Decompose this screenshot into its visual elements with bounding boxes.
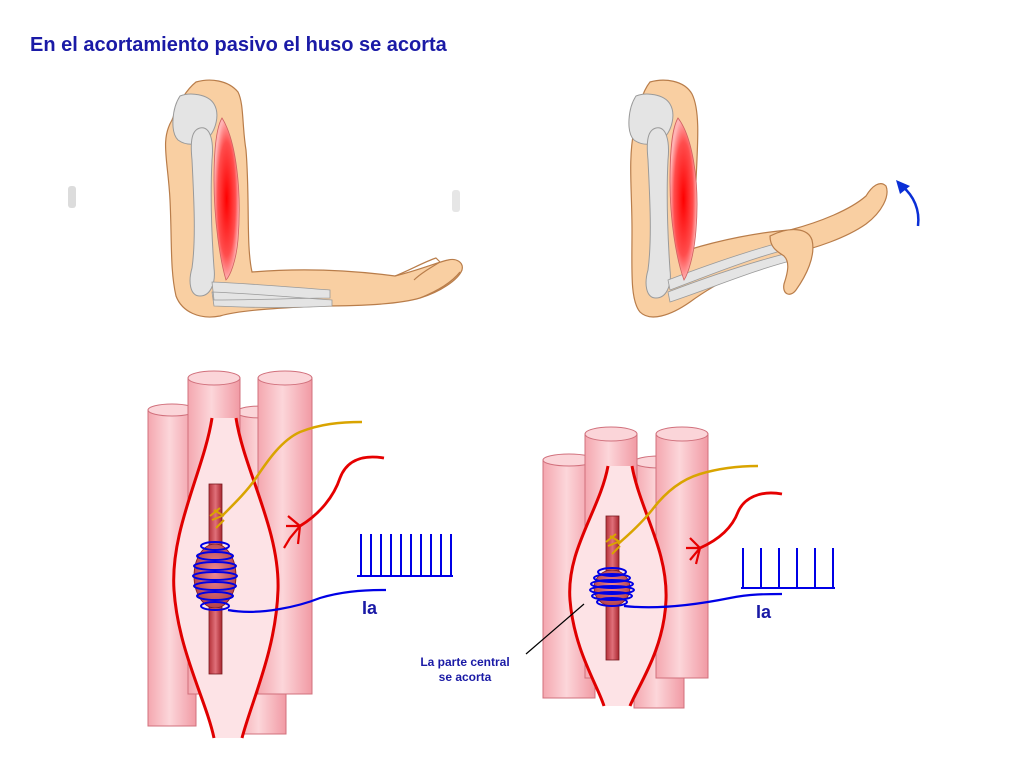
- spike-train-trace: [741, 548, 835, 589]
- callout-pointer: [525, 603, 585, 655]
- capsule-outline-left: [568, 465, 610, 707]
- extrafusal-fiber: [655, 433, 709, 679]
- forearm-bones: [211, 281, 333, 308]
- examiner-hand: [769, 229, 814, 295]
- biceps-muscle: [669, 117, 698, 281]
- spindle-stretched: [147, 370, 387, 739]
- spindle-shortened: [525, 426, 783, 709]
- ia-label-left: Ia: [362, 598, 378, 618]
- ia-annulospiral-ending: [589, 567, 635, 607]
- arrow-head: [896, 180, 910, 194]
- group-ii-fiber: [221, 420, 363, 517]
- arm-flexed: [628, 79, 920, 318]
- motor-endplate: [686, 537, 702, 565]
- arm-extended: [68, 79, 463, 318]
- group-ii-ending: [605, 533, 621, 555]
- ia-label-right: Ia: [756, 602, 772, 622]
- ia-fiber: [227, 588, 387, 613]
- group-ii-fiber: [617, 464, 759, 545]
- motor-fiber: [299, 455, 385, 528]
- hand: [394, 257, 461, 299]
- callout-line-2: se acorta: [438, 670, 492, 684]
- humerus-bone: [645, 127, 671, 299]
- humerus-bone: [189, 127, 215, 297]
- page-title: En el acortamiento pasivo el huso se aco…: [30, 34, 447, 56]
- bracket-mark: [68, 186, 76, 208]
- callout-text: La parte central se acorta: [395, 655, 535, 685]
- bracket-mark: [452, 190, 460, 212]
- spike-train-right: [741, 548, 835, 589]
- rotation-arrow: [901, 185, 920, 227]
- ia-annulospiral-ending: [192, 541, 238, 611]
- biceps-muscle: [213, 117, 240, 281]
- callout-line-1: La parte central: [420, 655, 510, 669]
- ia-fiber: [623, 592, 783, 609]
- capsule-outline-left: [172, 417, 216, 739]
- spike-train-left: [357, 534, 453, 577]
- capsule-outline-right: [234, 417, 280, 739]
- motor-fiber: [699, 491, 783, 550]
- capsule-outline-right: [628, 465, 668, 707]
- spike-train-trace: [357, 534, 453, 577]
- arm-skin: [164, 79, 463, 318]
- motor-endplate: [283, 515, 302, 549]
- group-ii-ending: [209, 507, 225, 529]
